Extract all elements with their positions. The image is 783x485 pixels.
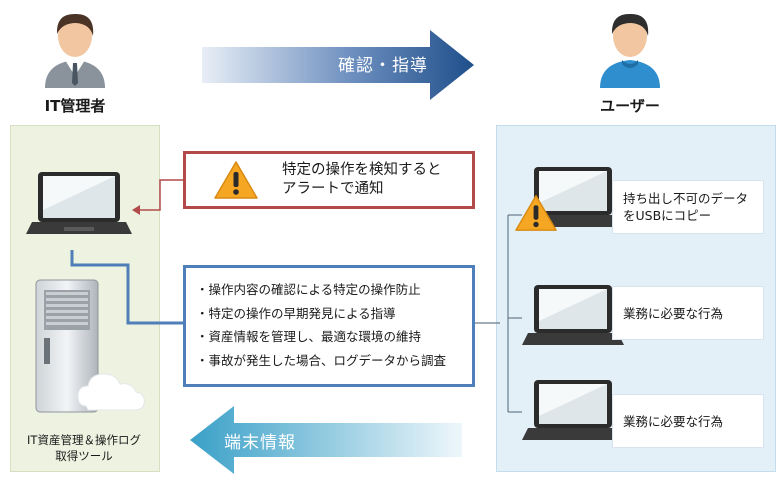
warning-icon (214, 161, 258, 199)
alert-line-2: アラートで通知 (282, 181, 384, 197)
tool-caption: IT資産管理＆操作ログ 取得ツール (12, 432, 156, 464)
feature-item: ・操作内容の確認による特定の操作防止 (196, 282, 421, 297)
user-action-2-line-1: 業務に必要な行為 (623, 305, 724, 321)
user-laptop-2-icon (522, 285, 624, 345)
feature-item: ・事故が発生した場合、ログデータから調査 (196, 352, 447, 368)
user-action-box-3: 業務に必要な行為 (612, 394, 764, 448)
bottom-arrow-shape (190, 406, 462, 474)
user-person-icon (600, 13, 660, 88)
top-arrow-shape (202, 30, 474, 100)
user-action-box-2: 業務に必要な行為 (612, 286, 764, 340)
admin-label: IT管理者 (44, 97, 106, 115)
user-action-1-line-2: をUSBにコピー (623, 208, 712, 223)
feature-list: ・操作内容の確認による特定の操作防止 ・特定の操作の早期発見による指導 ・資産情… (183, 265, 475, 387)
admin-laptop-icon (26, 172, 132, 234)
user-action-3-line-1: 業務に必要な行為 (623, 413, 724, 429)
alert-text: 特定の操作を検知すると アラートで通知 (282, 161, 442, 199)
alert-line-1: 特定の操作を検知すると (282, 162, 442, 178)
user-laptop-3-icon (522, 380, 624, 440)
user-action-box-1: 持ち出し不可のデータ をUSBにコピー (612, 180, 764, 234)
alert-connector-arrowhead (132, 205, 140, 215)
alert-connector (138, 179, 183, 211)
feature-item: ・資産情報を管理し、最適な環境の維持 (196, 329, 422, 344)
user-warning-icon (515, 195, 557, 231)
user-action-1-line-1: 持ち出し不可のデータ (623, 191, 749, 206)
user-label: ユーザー (600, 97, 660, 115)
feature-item: ・特定の操作の早期発見による指導 (196, 305, 396, 321)
admin-person-icon (45, 13, 105, 88)
top-arrow-label: 確認・指導 (338, 56, 428, 76)
bottom-arrow-label: 端末情報 (224, 433, 296, 453)
server-icon (35, 279, 145, 413)
tool-caption-line-1: IT資産管理＆操作ログ (27, 433, 141, 447)
list-connector (70, 250, 183, 325)
tool-caption-line-2: 取得ツール (55, 449, 113, 463)
